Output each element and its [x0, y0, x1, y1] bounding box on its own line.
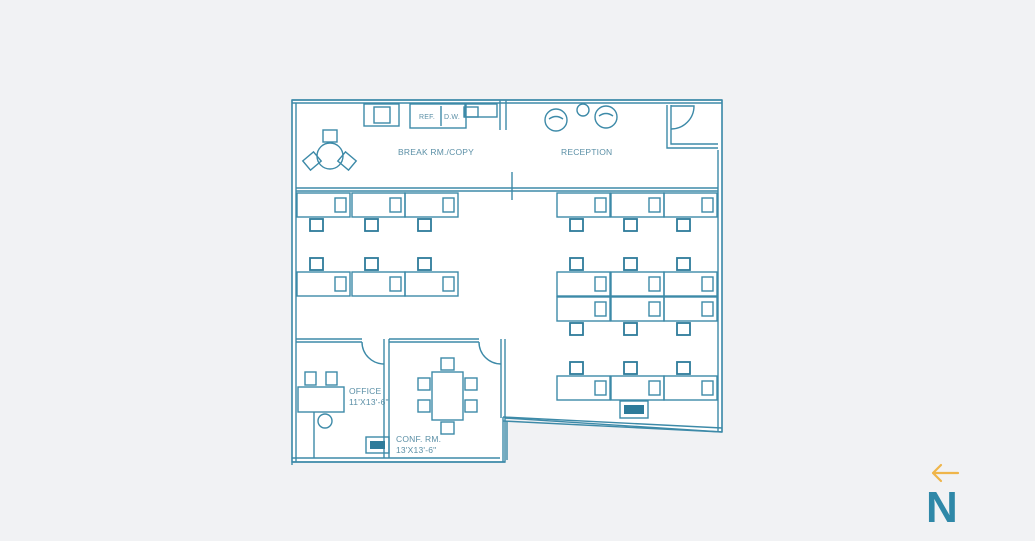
workstation-cabinet: [594, 197, 607, 213]
conf-credenza-fill: [370, 441, 385, 449]
workstation-chair: [364, 257, 379, 271]
workstation-desk: [556, 271, 611, 297]
lounge-chair-left: [544, 108, 568, 132]
workstation-cabinet: [648, 276, 661, 292]
chair-back-right: [598, 112, 614, 117]
conf-table: [431, 371, 464, 421]
workstation-cabinet: [442, 276, 455, 292]
workstation-chair: [417, 257, 432, 271]
workstation-chair: [676, 361, 691, 375]
workstation-cabinet: [701, 380, 714, 396]
workstation-cabinet: [334, 197, 347, 213]
left-arrow-icon: [931, 463, 960, 483]
workstation-chair: [676, 218, 691, 232]
office-door-swing: [361, 341, 385, 365]
workstation-chair: [623, 218, 638, 232]
north-letter: N: [926, 483, 958, 532]
workstation-chair: [417, 218, 432, 232]
workstation-desk: [663, 192, 718, 218]
workstation-desk: [663, 375, 718, 401]
office-guest-chair-2: [325, 371, 338, 386]
workstation-chair: [569, 257, 584, 271]
workstation-cabinet: [594, 301, 607, 317]
workstation-cabinet: [594, 276, 607, 292]
break-chair-right: [336, 150, 358, 172]
copier-inner: [373, 106, 391, 124]
workstation-desk: [556, 375, 611, 401]
conf-chair-bottom: [440, 421, 455, 435]
workstation-cabinet: [701, 197, 714, 213]
workstation-chair: [569, 218, 584, 232]
workstation-cabinet: [701, 301, 714, 317]
printer: [619, 400, 649, 419]
chair-back-left: [548, 115, 564, 120]
workstation-chair: [623, 257, 638, 271]
label-refrigerator: REF.: [419, 114, 435, 121]
workstation-chair: [364, 218, 379, 232]
workstation-chair: [676, 257, 691, 271]
label-office-name: OFFICE: [349, 386, 381, 396]
workstation-desk: [404, 271, 459, 297]
workstation-desk: [663, 271, 718, 297]
workstation-cabinet: [648, 197, 661, 213]
workstation-chair: [309, 257, 324, 271]
workstation-chair: [676, 322, 691, 336]
office-chair: [317, 413, 333, 429]
copier: [363, 103, 400, 127]
sink-icon: [463, 106, 479, 118]
workstation-cabinet: [648, 380, 661, 396]
workstation-cabinet: [389, 197, 402, 213]
conf-chair-l2: [417, 399, 431, 413]
label-conf-size: 13'X13'-6": [396, 445, 436, 455]
label-break-room: BREAK RM./COPY: [398, 147, 474, 157]
workstation-chair: [569, 322, 584, 336]
workstation-chair: [309, 218, 324, 232]
workstation-desk: [556, 296, 611, 322]
workstation-desk: [296, 271, 351, 297]
workstation-cabinet: [442, 197, 455, 213]
conf-chair-r2: [464, 399, 478, 413]
conf-chair-r1: [464, 377, 478, 391]
conf-chair-top: [440, 357, 455, 371]
wall-south-slant: [502, 416, 723, 429]
workstation-group: [296, 192, 718, 401]
sink-counter: [464, 103, 498, 118]
office-guest-chair-1: [304, 371, 317, 386]
closet-wall: [666, 105, 718, 149]
workstation-desk: [663, 296, 718, 322]
floor-outline: [291, 99, 723, 463]
wall-south-slant-inner: [502, 420, 723, 433]
counter: [409, 103, 467, 129]
label-office-size: 11'X13'-6": [349, 397, 389, 407]
break-chair-left: [301, 150, 323, 172]
closet-door-swing: [670, 105, 695, 130]
workstation-chair: [623, 322, 638, 336]
office-desk: [297, 386, 345, 413]
workstation-cabinet: [334, 276, 347, 292]
workstation-desk: [404, 192, 459, 218]
workstation-desk: [556, 192, 611, 218]
workstation-cabinet: [648, 301, 661, 317]
workstation-desk: [296, 192, 351, 218]
workstation-chair: [623, 361, 638, 375]
north-indicator: N: [920, 462, 970, 532]
workstation-cabinet: [594, 380, 607, 396]
closet-wall-inner: [670, 105, 718, 145]
label-dishwasher: D.W.: [444, 114, 460, 121]
workstation-cabinet: [701, 276, 714, 292]
conf-door-swing: [478, 341, 502, 365]
label-conf-name: CONF. RM.: [396, 434, 441, 444]
printer-fill: [624, 405, 644, 414]
break-chair-top: [322, 129, 338, 143]
workstation-cabinet: [389, 276, 402, 292]
conf-chair-l1: [417, 377, 431, 391]
workstation-chair: [569, 361, 584, 375]
lounge-chair-right: [594, 105, 618, 129]
conf-credenza: [365, 436, 390, 454]
label-reception: RECEPTION: [561, 147, 612, 157]
side-table: [576, 103, 590, 117]
